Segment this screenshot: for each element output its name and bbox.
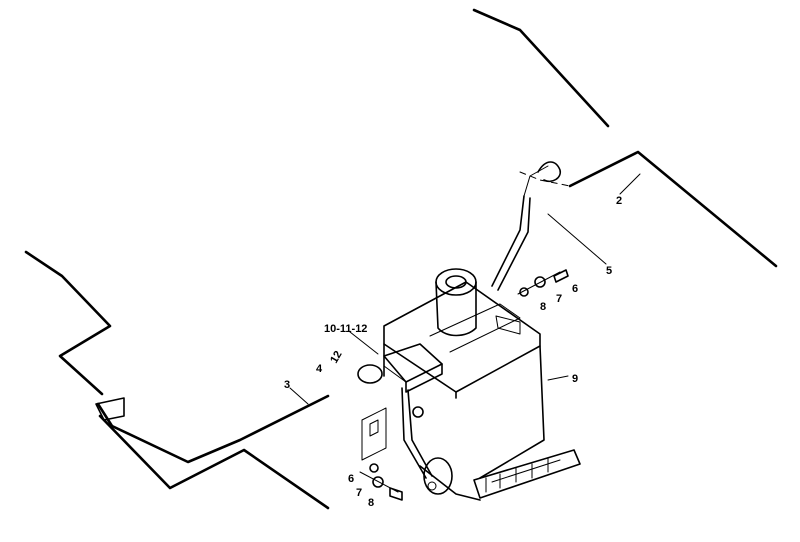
mounting-rail xyxy=(473,449,581,499)
pump-disc xyxy=(423,457,453,495)
callout-7-lower: 7 xyxy=(356,487,362,499)
callout-6-lower: 6 xyxy=(348,473,354,485)
filler-neck xyxy=(435,268,477,337)
callout-2: 2 xyxy=(616,195,622,207)
callout-8-upper: 8 xyxy=(540,301,546,313)
upper-hardware xyxy=(517,269,569,297)
callout-9: 9 xyxy=(572,373,578,385)
callout-4: 4 xyxy=(316,363,323,375)
feed-pipe xyxy=(491,165,549,291)
callout-8-lower: 8 xyxy=(368,497,374,509)
callout-10-11-12: 10-11-12 xyxy=(324,323,367,335)
sender-bracket xyxy=(357,343,443,479)
callout-5: 5 xyxy=(606,265,612,277)
callout-12-small: 12 xyxy=(328,349,345,366)
callout-7-upper: 7 xyxy=(556,293,562,305)
hose-right xyxy=(472,8,778,268)
lower-hardware xyxy=(359,463,403,501)
callout-3: 3 xyxy=(284,379,290,391)
hose-left xyxy=(24,250,330,510)
callout-6-upper: 6 xyxy=(572,283,578,295)
leader-lines xyxy=(289,173,641,405)
